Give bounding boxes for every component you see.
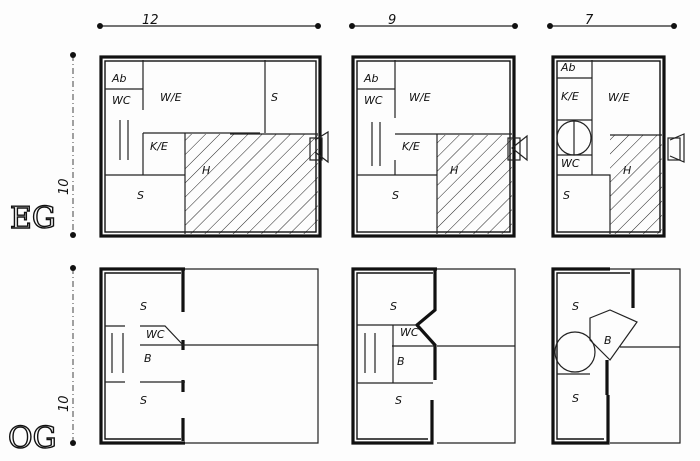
room-label: B: [397, 355, 405, 368]
room-label: WC: [400, 326, 419, 339]
room-label: S: [140, 300, 147, 313]
dimension-width-plan1: 12: [142, 13, 159, 28]
dimension-height-og: 10: [57, 395, 72, 412]
room-label: S: [572, 392, 579, 405]
room-label: S: [271, 91, 278, 104]
room-label: K/E: [150, 140, 168, 153]
room-label: K/E: [561, 90, 579, 103]
room-label: S: [140, 394, 147, 407]
dimension-width-plan3: 7: [585, 13, 594, 28]
room-label: Ab: [363, 72, 379, 85]
room-label: W/E: [608, 91, 630, 104]
og-plan-1: [99, 267, 319, 445]
eg-plan-1: [99, 55, 329, 238]
room-label: H: [623, 164, 631, 177]
room-label: H: [202, 164, 210, 177]
room-label: S: [390, 300, 397, 313]
room-label: S: [392, 189, 399, 202]
room-label: S: [563, 189, 570, 202]
room-label: S: [572, 300, 579, 313]
dimension-height-eg: 10: [57, 178, 72, 195]
room-label: WC: [364, 94, 383, 107]
room-label: B: [604, 334, 612, 347]
room-label: K/E: [402, 140, 420, 153]
room-label: Ab: [560, 61, 576, 74]
room-label: B: [144, 352, 152, 365]
room-label: WC: [112, 94, 131, 107]
room-label: WC: [561, 157, 580, 170]
room-label: H: [450, 164, 458, 177]
room-label: W/E: [160, 91, 182, 104]
eg-plan-3: [551, 55, 685, 238]
room-label: S: [137, 189, 144, 202]
og-plan-3: [551, 267, 681, 445]
room-label: Ab: [111, 72, 127, 85]
floor-label-eg: EG: [10, 201, 56, 236]
room-label: S: [395, 394, 402, 407]
dimension-width-plan2: 9: [388, 13, 396, 28]
eg-plan-2: [351, 55, 528, 238]
floor-label-og: OG: [8, 421, 57, 456]
room-label: WC: [146, 328, 165, 341]
room-label: W/E: [409, 91, 431, 104]
dimension-lines: [70, 23, 677, 446]
og-plan-2: [351, 267, 516, 445]
